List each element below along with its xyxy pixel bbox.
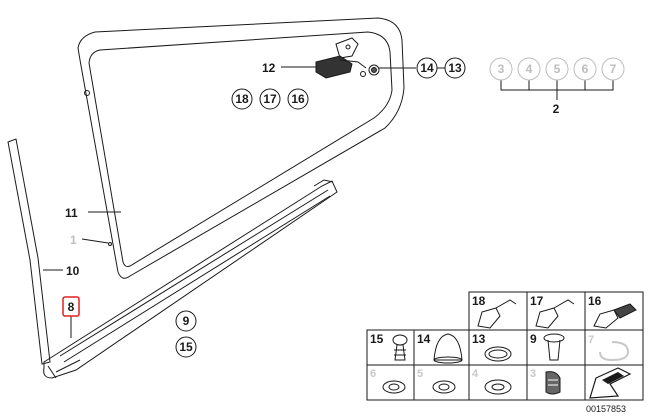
- callout-1: 1: [70, 233, 77, 247]
- grid-number-13: 13: [472, 332, 486, 346]
- grid-number-4: 4: [472, 368, 479, 380]
- grid-number-16: 16: [588, 294, 602, 308]
- window-channel: [43, 179, 338, 379]
- callout-5: 5: [554, 62, 561, 76]
- push-rivet-icon: [392, 334, 408, 361]
- grid-number-14: 14: [417, 332, 431, 346]
- washer-icon: [432, 380, 456, 394]
- connector-icon: [535, 299, 575, 329]
- grid-number-17: 17: [530, 294, 544, 308]
- callout-8: 8: [68, 300, 75, 314]
- grid-number-18: 18: [472, 294, 486, 308]
- grid-number-3: 3: [530, 368, 536, 380]
- callout-15: 15: [179, 340, 193, 354]
- grid-number-5: 5: [417, 368, 423, 380]
- callout-3: 3: [498, 62, 505, 76]
- circlip-icon: [599, 341, 630, 362]
- diagram-code: 00157853: [586, 404, 626, 414]
- quarter-glass: [77, 17, 405, 279]
- highlight-frame: [62, 296, 80, 317]
- grid-number-9: 9: [530, 332, 537, 346]
- washer-icon: [484, 379, 512, 395]
- arrow-icon: [589, 367, 632, 399]
- connector-icon: [593, 303, 637, 329]
- callout-11: 11: [65, 206, 78, 220]
- callout-10: 10: [66, 264, 80, 278]
- washer-icon: [382, 380, 406, 394]
- callout-2: 2: [553, 102, 560, 116]
- callout-13: 13: [448, 61, 462, 75]
- clip-icon: [545, 371, 561, 395]
- callout-labels: 12 11 1 10 2 8 14 13 18 17 16 3 4 5 6 7 …: [62, 57, 625, 358]
- guide-rail-seal: [7, 138, 51, 365]
- grid-number-7: 7: [588, 334, 594, 346]
- callout-4: 4: [526, 62, 533, 76]
- seal-ring-icon: [484, 346, 512, 362]
- connector-icon: [477, 299, 517, 329]
- callout-14: 14: [420, 61, 434, 75]
- callout-9: 9: [183, 314, 190, 328]
- callout-16: 16: [291, 92, 305, 106]
- spacer-sleeve-icon: [543, 333, 565, 361]
- callout-17: 17: [263, 92, 277, 106]
- latch-assembly: [315, 37, 380, 79]
- callout-12: 12: [262, 61, 276, 75]
- callout-7: 7: [610, 62, 617, 76]
- leader-lines: [43, 66, 614, 338]
- callout-6: 6: [582, 62, 589, 76]
- callout-18: 18: [235, 92, 249, 106]
- grommet-icon: [433, 333, 463, 364]
- grid-number-6: 6: [370, 368, 376, 380]
- parts-grid: 18 17 16 15 14 13 9 7 6 5 4 3: [366, 291, 644, 401]
- grid-number-15: 15: [370, 332, 384, 346]
